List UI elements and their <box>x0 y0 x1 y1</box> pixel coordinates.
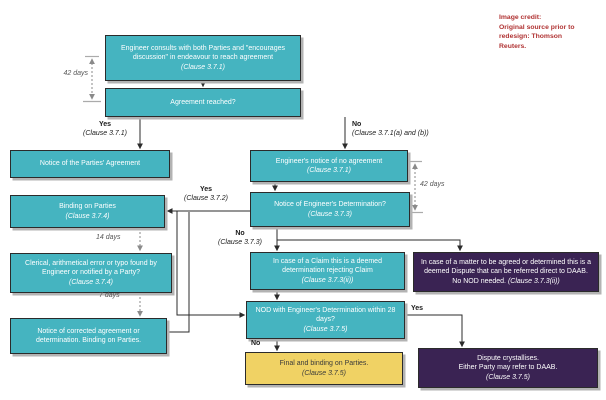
node-parties-agreement: Notice of the Parties' Agreement <box>10 150 170 178</box>
node-agreement-reached: Agreement reached? <box>105 88 301 117</box>
clause-ref: (Clause 3.7.4) <box>65 212 110 220</box>
node-nod-28-days: NOD with Engineer's Determination within… <box>246 301 405 339</box>
node-engineer-consults: Engineer consults with both Parties and … <box>105 35 301 81</box>
label-7-days: 7 days <box>99 292 120 299</box>
node-text: Engineer consults with both Parties and … <box>121 45 285 62</box>
image-credit: Image credit: Original source prior to r… <box>499 14 575 50</box>
clause-ref: (Clause 3.7.5) <box>302 369 346 377</box>
label-42-days-right: 42 days <box>420 181 445 188</box>
timer-ticks <box>83 55 423 214</box>
connector-branch-deemed-dispute <box>277 239 463 252</box>
node-no-agreement: Engineer's notice of no agreement (Claus… <box>250 150 408 182</box>
node-text: Notice of the Parties' Agreement <box>39 160 141 168</box>
node-text: Clerical, arithmetical error or typo fou… <box>25 260 157 277</box>
node-deemed-dispute: In case of a matter to be agreed or dete… <box>413 252 599 292</box>
connector-corrected-loop <box>167 212 190 333</box>
node-final-binding: Final and binding on Parties. (Clause 3.… <box>245 352 403 385</box>
connector-yes-dispute <box>405 314 465 348</box>
label-no-2: No (Clause 3.7.3) <box>218 230 262 247</box>
dashed-timers <box>89 58 418 317</box>
node-text: Notice of Engineer's Determination? <box>274 201 386 209</box>
node-binding-on-parties: Binding on Parties (Clause 3.7.4) <box>10 195 165 228</box>
solid-connectors <box>137 81 465 352</box>
node-dispute-crystallises: Dispute crystallises. Either Party may r… <box>418 348 598 388</box>
label-42-days-left: 42 days <box>63 70 88 77</box>
clause-ref: (Clause 3.7.1) <box>181 63 225 71</box>
label-no-3: No <box>251 340 261 347</box>
node-engineers-determination: Notice of Engineer's Determination? (Cla… <box>250 192 410 227</box>
node-text: Dispute crystallises. <box>477 355 539 363</box>
label-yes-3: Yes <box>411 305 424 312</box>
clause-ref: (Clause 3.7.3(ii)) <box>507 277 560 285</box>
connector-binding-nod <box>176 211 246 318</box>
clause-ref: (Clause 3.7.1) <box>307 167 351 174</box>
label-yes-2: Yes (Clause 3.7.2) <box>184 186 228 203</box>
node-text: NOD with Engineer's Determination within… <box>255 307 396 324</box>
label-no-1: No (Clause 3.7.1(a) and (b)) <box>352 121 429 138</box>
clause-ref: (Clause 3.7.4) <box>69 278 113 286</box>
node-text: Notice of corrected agreement or determi… <box>35 327 142 344</box>
clause-ref: (Clause 3.7.3) <box>308 210 352 218</box>
label-yes-1: Yes (Clause 3.7.1) <box>83 121 127 138</box>
node-text-2: Either Party may refer to DAAB. <box>458 364 558 372</box>
node-text: In case of a Claim this is a deemed dete… <box>273 258 382 275</box>
node-corrected-agreement: Notice of corrected agreement or determi… <box>10 318 167 354</box>
node-text: Engineer's notice of no agreement <box>275 157 383 165</box>
node-text: In case of a matter to be agreed or dete… <box>420 259 592 285</box>
node-text-wrap: In case of a matter to be agreed or dete… <box>420 258 592 286</box>
clause-ref: (Clause 3.7.3(ii)) <box>301 276 354 284</box>
node-text: Agreement reached? <box>170 98 236 106</box>
node-text: Binding on Parties <box>59 203 116 211</box>
node-deemed-rejection: In case of a Claim this is a deemed dete… <box>250 252 405 290</box>
clause-ref: (Clause 3.7.5) <box>486 373 530 381</box>
label-14-days: 14 days <box>96 234 121 241</box>
clause-ref: (Clause 3.7.5) <box>303 325 348 333</box>
node-text: Final and binding on Parties. <box>279 360 369 368</box>
node-clerical-error: Clerical, arithmetical error or typo fou… <box>10 253 172 293</box>
